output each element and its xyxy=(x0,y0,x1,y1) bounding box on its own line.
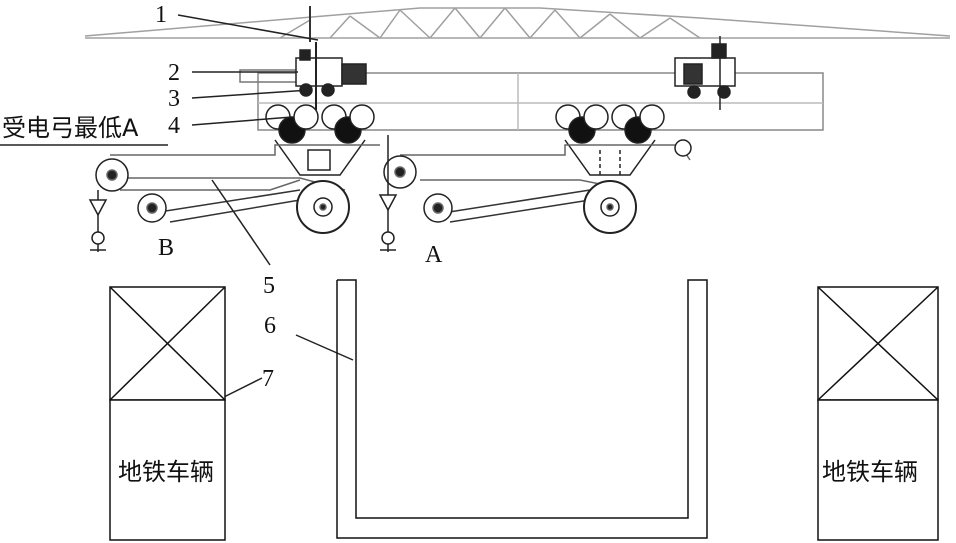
callout-7: 7 xyxy=(262,366,274,392)
pantograph-frame-right xyxy=(378,135,692,252)
roof-truss xyxy=(84,6,951,42)
trolley-right xyxy=(555,104,665,178)
point-label-b: B xyxy=(158,235,174,261)
leader-lines xyxy=(177,14,354,398)
hoist-unit-left xyxy=(295,42,367,110)
callout-5: 5 xyxy=(263,273,275,299)
vehicle-label-right: 地铁车辆 xyxy=(822,458,918,486)
callout-1: 1 xyxy=(155,2,167,28)
hoist-unit-right xyxy=(674,36,736,110)
point-label-a: A xyxy=(425,242,443,268)
pantograph-frame-left xyxy=(88,144,380,252)
vehicle-left xyxy=(109,286,226,541)
bridge-girder xyxy=(239,69,824,131)
callout-3: 3 xyxy=(168,86,180,112)
vehicle-right xyxy=(817,286,939,541)
callout-6: 6 xyxy=(264,313,276,339)
inspection-pit xyxy=(336,279,708,539)
caption-lowest-pantograph: 受电弓最低A xyxy=(2,114,139,142)
trolley-left xyxy=(265,104,375,176)
vehicle-label-left: 地铁车辆 xyxy=(118,458,214,486)
callout-4: 4 xyxy=(168,113,180,139)
callout-2: 2 xyxy=(168,60,180,86)
